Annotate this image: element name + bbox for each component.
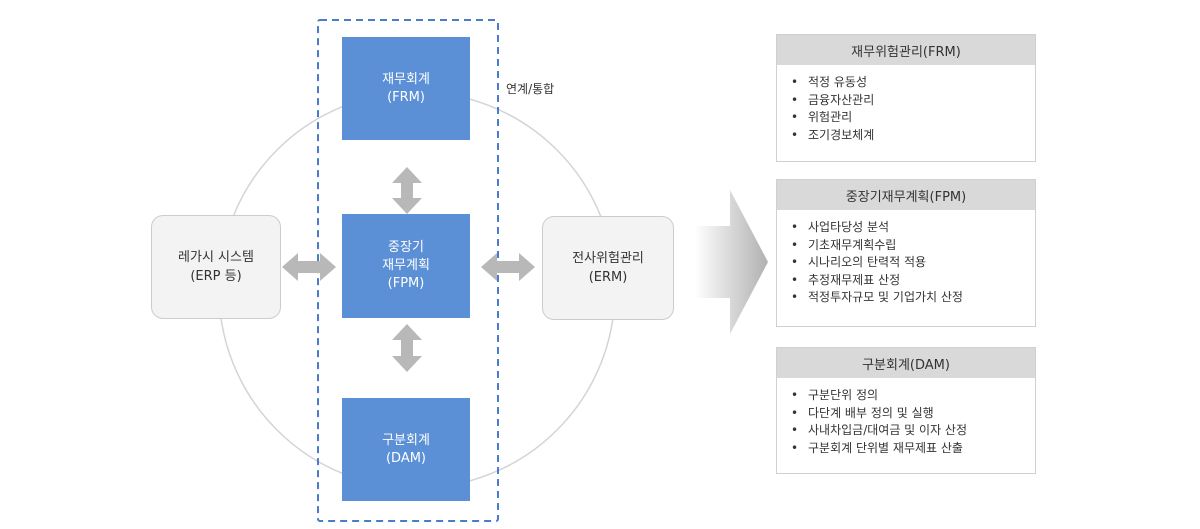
list-item: 적정투자규모 및 기업가치 산정 xyxy=(791,289,1035,307)
erm-box-title: 전사위험관리 xyxy=(572,251,644,266)
panel-title: 구분회계(DAM) xyxy=(777,348,1035,378)
panel-title: 중장기재무계획(FPM) xyxy=(777,180,1035,210)
vertical-double-arrow-icon xyxy=(392,324,422,372)
erm-box-abbr: (ERM) xyxy=(588,270,628,285)
list-item: 기초재무계획수립 xyxy=(791,237,1035,255)
list-item: 사업타당성 분석 xyxy=(791,219,1035,237)
dam-detail-panel: 구분회계(DAM) 구분단위 정의 다단계 배부 정의 및 실행 사내차입금/대… xyxy=(776,347,1036,474)
horizontal-double-arrow-icon xyxy=(481,253,535,281)
horizontal-double-arrow-icon xyxy=(282,253,336,281)
dam-box-title: 구분회계 xyxy=(382,432,430,448)
list-item: 조기경보체계 xyxy=(791,127,1035,145)
list-item: 시나리오의 탄력적 적용 xyxy=(791,254,1035,272)
list-item: 추정재무제표 산정 xyxy=(791,272,1035,290)
panel-list: 사업타당성 분석 기초재무계획수립 시나리오의 탄력적 적용 추정재무제표 산정… xyxy=(791,219,1035,307)
dam-box: 구분회계 (DAM) xyxy=(342,398,470,501)
panel-list: 구분단위 정의 다단계 배부 정의 및 실행 사내차입금/대여금 및 이자 산정… xyxy=(791,387,1035,457)
panel-title: 재무위험관리(FRM) xyxy=(777,35,1035,65)
list-item: 사내차입금/대여금 및 이자 산정 xyxy=(791,422,1035,440)
list-item: 구분회계 단위별 재무제표 산출 xyxy=(791,440,1035,458)
dam-box-abbr: (DAM) xyxy=(385,450,427,466)
fpm-box-abbr: (FPM) xyxy=(387,276,425,291)
link-integration-label: 연계/통합 xyxy=(506,82,555,96)
frm-box-abbr: (FRM) xyxy=(387,89,425,105)
vertical-double-arrow-icon xyxy=(392,167,422,214)
erm-box: 전사위험관리 (ERM) xyxy=(542,216,674,320)
list-item: 위험관리 xyxy=(791,109,1035,127)
frm-box-title: 재무회계 xyxy=(382,71,430,87)
legacy-system-title: 레가시 시스템 xyxy=(178,250,254,265)
fpm-detail-panel: 중장기재무계획(FPM) 사업타당성 분석 기초재무계획수립 시나리오의 탄력적… xyxy=(776,179,1036,327)
fpm-box-line1: 중장기 xyxy=(388,240,424,255)
list-item: 적정 유동성 xyxy=(791,74,1035,92)
fpm-box: 중장기 재무계획 (FPM) xyxy=(342,214,470,318)
frm-box: 재무회계 (FRM) xyxy=(342,37,470,140)
legacy-system-sub: (ERP 등) xyxy=(190,269,242,284)
list-item: 다단계 배부 정의 및 실행 xyxy=(791,405,1035,423)
list-item: 구분단위 정의 xyxy=(791,387,1035,405)
fpm-box-line2: 재무계획 xyxy=(382,258,430,273)
list-item: 금융자산관리 xyxy=(791,92,1035,110)
big-right-arrow-icon xyxy=(695,190,768,334)
legacy-system-box: 레가시 시스템 (ERP 등) xyxy=(151,215,281,319)
frm-detail-panel: 재무위험관리(FRM) 적정 유동성 금융자산관리 위험관리 조기경보체계 xyxy=(776,34,1036,162)
panel-list: 적정 유동성 금융자산관리 위험관리 조기경보체계 xyxy=(791,74,1035,144)
